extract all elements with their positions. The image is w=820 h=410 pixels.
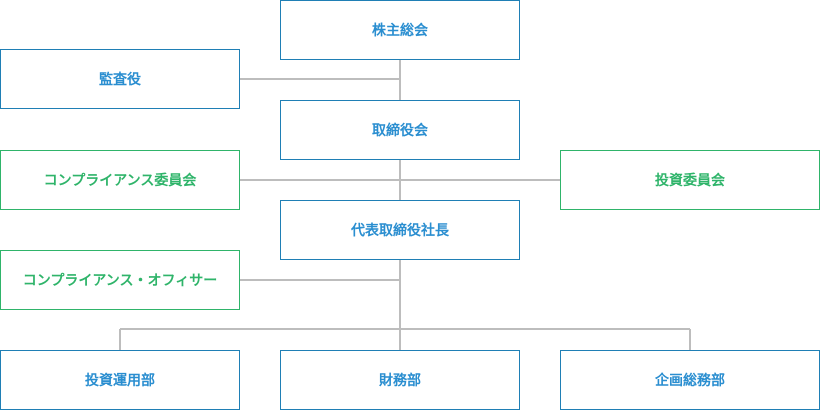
auditor-label: 監査役 [99,72,141,88]
compliance-officer-label: コンプライアンス・オフィサー [22,273,218,289]
compliance-officer-box: コンプライアンス・オフィサー [0,250,240,310]
corporate-planning-dept-label: 企画総務部 [655,373,725,389]
investment-management-dept-label: 投資運用部 [85,373,155,389]
shareholders-meeting-label: 株主総会 [372,23,428,39]
board-label: 取締役会 [372,123,428,139]
finance-dept-box: 財務部 [280,350,520,410]
board-box: 取締役会 [280,100,520,160]
ceo-label: 代表取締役社長 [351,223,449,239]
investment-management-dept-box: 投資運用部 [0,350,240,410]
compliance-committee-box: コンプライアンス委員会 [0,150,240,210]
finance-dept-label: 財務部 [379,373,421,389]
compliance-committee-label: コンプライアンス委員会 [43,173,197,189]
investment-committee-label: 投資委員会 [655,173,725,189]
auditor-box: 監査役 [0,49,240,109]
investment-committee-box: 投資委員会 [560,150,820,210]
ceo-box: 代表取締役社長 [280,200,520,260]
shareholders-meeting-box: 株主総会 [280,0,520,60]
corporate-planning-dept-box: 企画総務部 [560,350,820,410]
